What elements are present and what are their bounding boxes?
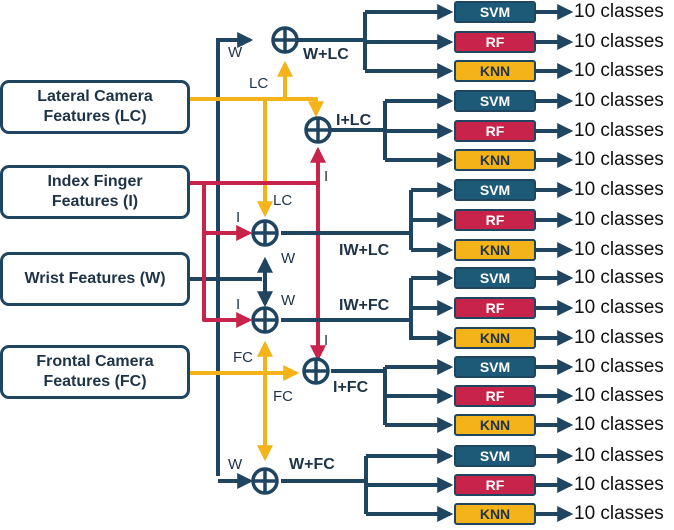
classifier-knn: KNN xyxy=(454,239,536,261)
edge-label-i-iwfc: I xyxy=(236,296,241,313)
output-label: 10 classes xyxy=(574,209,664,230)
fusion-node-iw-lc xyxy=(251,219,279,247)
classifier-knn: KNN xyxy=(454,60,536,82)
classifier-rf: RF xyxy=(454,31,536,53)
classifier-knn: KNN xyxy=(454,149,536,171)
index-finger-features-box: Index Finger Features (I) xyxy=(0,165,190,219)
output-label: 10 classes xyxy=(574,356,664,377)
output-arrows xyxy=(536,4,574,522)
output-label: 10 classes xyxy=(574,267,664,288)
edge-label-lc-mid: LC xyxy=(273,192,293,209)
output-label: 10 classes xyxy=(574,1,664,22)
classifier-svm: SVM xyxy=(454,445,536,467)
lateral-camera-line2: Features (LC) xyxy=(43,108,147,125)
output-label: 10 classes xyxy=(574,414,664,435)
edge-label-w-bottom: W xyxy=(228,456,243,473)
edge-label-w-top: W xyxy=(228,44,243,61)
classifier-svm: SVM xyxy=(454,267,536,289)
combo-label-w-lc: W+LC xyxy=(303,46,349,63)
index-finger-line1: Index Finger xyxy=(47,173,143,190)
classifier-svm: SVM xyxy=(454,356,536,378)
fusion-outputs xyxy=(281,12,413,514)
frontal-camera-line2: Features (FC) xyxy=(43,373,147,390)
output-label: 10 classes xyxy=(574,474,664,495)
wrist-line1: Wrist Features (W) xyxy=(24,270,166,287)
combo-label-iw-lc: IW+LC xyxy=(339,242,390,259)
output-label: 10 classes xyxy=(574,179,664,200)
wrist-connections xyxy=(190,32,273,489)
edge-label-lc-top: LC xyxy=(249,75,269,92)
output-label: 10 classes xyxy=(574,239,664,260)
classifier-svm: SVM xyxy=(454,179,536,201)
classifier-rf: RF xyxy=(454,297,536,319)
lateral-camera-line1: Lateral Camera xyxy=(37,88,153,105)
combo-label-i-lc: I+LC xyxy=(336,112,372,129)
frontal-camera-features-box: Frontal Camera Features (FC) xyxy=(0,345,190,399)
wrist-features-box: Wrist Features (W) xyxy=(0,252,190,306)
lateral-camera-features-box: Lateral Camera Features (LC) xyxy=(0,80,190,134)
output-label: 10 classes xyxy=(574,445,664,466)
classifier-feeds xyxy=(365,4,454,522)
output-label: 10 classes xyxy=(574,31,664,52)
fusion-node-w-fc xyxy=(251,467,279,495)
combo-label-w-fc: W+FC xyxy=(289,456,335,473)
output-label: 10 classes xyxy=(574,297,664,318)
fusion-node-w-lc xyxy=(271,26,299,54)
output-label: 10 classes xyxy=(574,60,664,81)
classifier-knn: KNN xyxy=(454,327,536,349)
edge-label-fc-right: FC xyxy=(273,388,293,405)
edge-label-w-mid1: W xyxy=(281,250,296,267)
classifier-svm: SVM xyxy=(454,1,536,23)
combo-label-iw-fc: IW+FC xyxy=(339,297,390,314)
fusion-node-i-lc xyxy=(304,116,332,144)
frontal-camera-line1: Frontal Camera xyxy=(36,353,154,370)
output-label: 10 classes xyxy=(574,90,664,111)
output-label: 10 classes xyxy=(574,503,664,524)
combo-label-i-fc: I+FC xyxy=(333,379,369,396)
classifier-rf: RF xyxy=(454,474,536,496)
frontal-camera-connections xyxy=(190,340,300,462)
classifier-svm: SVM xyxy=(454,90,536,112)
fusion-node-iw-fc xyxy=(251,306,279,334)
output-label: 10 classes xyxy=(574,327,664,348)
edge-label-i-lower: I xyxy=(324,332,329,349)
classifier-rf: RF xyxy=(454,120,536,142)
output-label: 10 classes xyxy=(574,149,664,170)
index-finger-connections xyxy=(190,146,326,362)
classifier-knn: KNN xyxy=(454,414,536,436)
output-label: 10 classes xyxy=(574,385,664,406)
edge-label-i-right: I xyxy=(324,168,329,185)
edge-label-fc-left: FC xyxy=(233,349,253,366)
classifier-knn: KNN xyxy=(454,503,536,525)
classifier-rf: RF xyxy=(454,385,536,407)
lateral-camera-connections xyxy=(190,60,324,218)
classifier-rf: RF xyxy=(454,209,536,231)
edge-label-w-mid2: W xyxy=(281,292,296,309)
fusion-node-i-fc xyxy=(302,357,330,385)
edge-label-i-iwlc: I xyxy=(236,209,241,226)
index-finger-line2: Features (I) xyxy=(51,193,139,210)
output-label: 10 classes xyxy=(574,120,664,141)
